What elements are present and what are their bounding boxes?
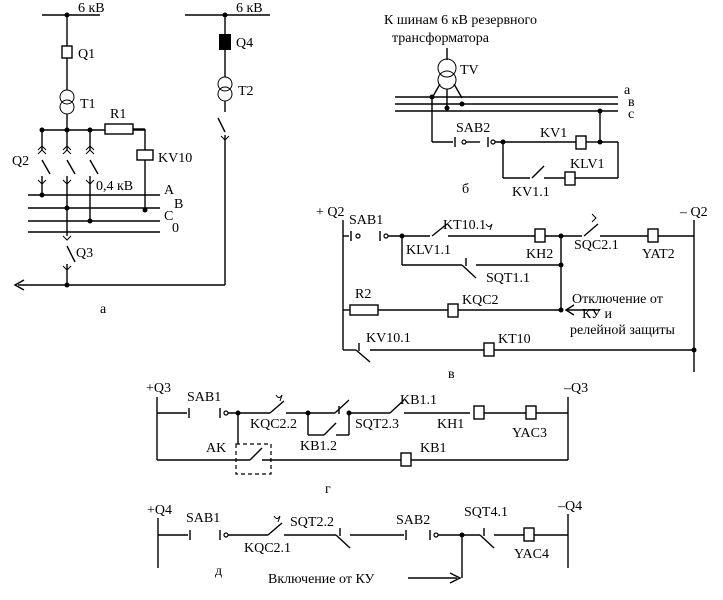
tv-label: TV [460, 63, 479, 78]
trip-coil-yat2 [647, 228, 659, 243]
note-switching-on: Включение от КУ [268, 572, 374, 587]
scheme-b: К шинам 6 кВ резервного трансформатора T… [384, 13, 635, 200]
relay-kv1-coil [575, 135, 587, 150]
sqc2-1-label: SQC2.1 [574, 238, 619, 253]
scheme-d: +Q4 –Q4 SAB1 KQC2.1 SQT2.2 SAB2 SQT4.1 Y… [147, 499, 582, 587]
yac4-label: YAC4 [514, 547, 549, 562]
voltage-low-label: 0,4 кВ [96, 179, 133, 194]
sab2-label-d: SAB2 [396, 513, 430, 528]
scheme-v-caption: в [448, 367, 455, 382]
minus-q4-label: –Q4 [557, 499, 582, 514]
scheme-b-caption: б [462, 182, 469, 197]
ak-label: AK [206, 441, 226, 456]
yac3-label: YAC3 [512, 426, 547, 441]
kqc2-2-label: KQC2.2 [250, 417, 297, 432]
scheme-b-title-line2: трансформатора [392, 31, 490, 46]
kb1-1-label: KB1.1 [400, 393, 437, 408]
kqc2-label: KQC2 [462, 293, 499, 308]
resistor-r1 [104, 123, 134, 135]
r2-label: R2 [355, 287, 371, 302]
close-coil-yac4 [523, 527, 535, 542]
breaker-q4-symbol [219, 34, 231, 50]
breaker-q1-symbol [61, 45, 73, 59]
bus-v-label: в [628, 95, 635, 110]
sab1-label-g: SAB1 [187, 390, 221, 405]
sqt2-2-label: SQT2.2 [290, 515, 334, 530]
t1-winding-bottom [59, 99, 75, 115]
note-line1: Отключение от [572, 292, 663, 307]
q1-label: Q1 [78, 47, 95, 62]
relay-klv1-coil [564, 171, 576, 186]
kt10-label: KT10 [498, 332, 531, 347]
kb1-label: KB1 [420, 441, 446, 456]
bus-c-label: с [628, 107, 634, 122]
sqt1-1-label: SQT1.1 [486, 271, 530, 286]
kv1-1-label: KV1.1 [512, 185, 550, 200]
kt10-1-label: KT10.1 [443, 218, 486, 233]
t1-label: T1 [80, 97, 96, 112]
kh1-label: KH1 [437, 417, 464, 432]
t2-label: T2 [238, 84, 254, 99]
timer-kt10-coil [483, 342, 495, 357]
note-line2: КУ и [582, 307, 612, 322]
kv1-label: KV1 [540, 126, 567, 141]
ak-dashed-frame [235, 443, 272, 475]
sqt4-1-label: SQT4.1 [464, 505, 508, 520]
indicator-kh1 [473, 405, 485, 420]
t1-winding-top [59, 89, 75, 105]
scheme-d-caption: д [215, 564, 222, 579]
phase-c-label: C [164, 209, 173, 224]
klv1-label: KLV1 [570, 157, 605, 172]
bus-label-right: 6 кВ [236, 1, 263, 16]
tv-winding-bottom [437, 70, 457, 90]
q4-label: Q4 [236, 36, 253, 51]
kb1-2-label: KB1.2 [300, 439, 337, 454]
tv-winding-top [437, 58, 457, 78]
sab2-label: SAB2 [456, 121, 490, 136]
close-coil-yac3 [525, 405, 537, 420]
kv10-1-label: KV10.1 [366, 331, 411, 346]
indicator-kh2 [534, 228, 546, 243]
relay-kv10-coil [136, 149, 154, 161]
relay-kqc2-coil [447, 303, 459, 318]
scheme-a: 6 кВ Q1 T1 R1 KV10 Q2 0,4 кВ A B C 0 Q3 [12, 1, 270, 317]
relay-kb1-coil [400, 452, 412, 467]
minus-q2-label: – Q2 [679, 205, 708, 220]
t2-winding-bottom [217, 86, 233, 102]
q2-label: Q2 [12, 154, 29, 169]
kqc2-1-label: KQC2.1 [244, 541, 291, 556]
bus-label-left: 6 кВ [78, 1, 105, 16]
sab1-label-d: SAB1 [186, 511, 220, 526]
plus-q2-label: + Q2 [316, 205, 345, 220]
scheme-g: +Q3 –Q3 SAB1 KQC2.2 SQT2.3 KB1.1 KH1 YAC… [146, 381, 588, 497]
q3-label: Q3 [76, 246, 93, 261]
resistor-r2 [349, 304, 379, 316]
kh2-label: KH2 [526, 247, 553, 262]
switch-group-q2 [37, 130, 99, 221]
phase-b-label: B [174, 197, 183, 212]
scheme-v: + Q2 – Q2 SAB1 KT10.1 KH2 SQC2.1 YAT2 KL… [316, 205, 708, 382]
phase-a-label: A [164, 183, 175, 198]
bus-a-label: а [624, 83, 631, 98]
note-line3: релейной защиты [570, 323, 676, 338]
plus-q3-label: +Q3 [146, 381, 171, 396]
scheme-a-caption: а [100, 302, 107, 317]
scheme-b-title-line1: К шинам 6 кВ резервного [384, 13, 537, 28]
sqt2-3-label: SQT2.3 [355, 417, 399, 432]
plus-q4-label: +Q4 [147, 503, 172, 518]
minus-q3-label: –Q3 [563, 381, 588, 396]
yat2-label: YAT2 [642, 247, 675, 262]
t2-winding-top [217, 76, 233, 92]
phase-0-label: 0 [172, 221, 179, 236]
klv1-1-label: KLV1.1 [406, 243, 451, 258]
sab1-label-v: SAB1 [349, 213, 383, 228]
kv10-label: KV10 [158, 151, 192, 166]
scheme-g-caption: г [325, 482, 331, 497]
r1-label: R1 [110, 107, 126, 122]
